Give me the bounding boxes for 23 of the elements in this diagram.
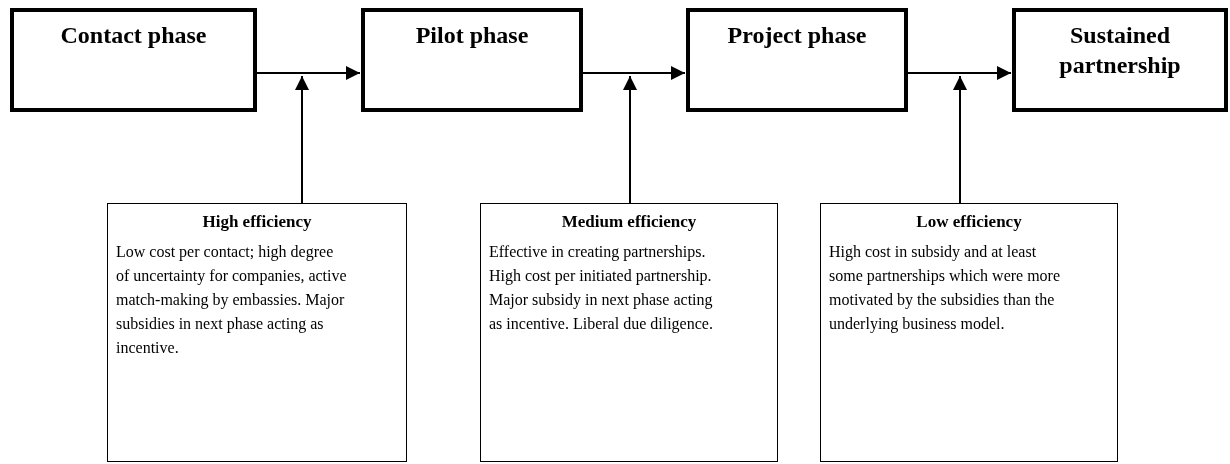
description-text: Effective in creating partnerships. High cost per initiated partnership. Major subsidy in next phase acting as incentive. Liberal due diligence. bbox=[489, 242, 714, 335]
description-box bbox=[480, 203, 778, 462]
phase-box bbox=[1012, 8, 1228, 112]
arrow bbox=[582, 66, 686, 80]
box-heading: Low efficiency bbox=[916, 212, 1022, 232]
phase-title: Project phase bbox=[727, 21, 867, 50]
description-text: High cost in subsidy and at least some partnerships which were more motivated by the subsidies than the underlying business model. bbox=[829, 242, 1061, 335]
arrow bbox=[907, 66, 1012, 80]
description-box bbox=[820, 203, 1118, 462]
phase-title: Pilot phase bbox=[415, 21, 529, 50]
description-box bbox=[107, 203, 407, 462]
description-text: Low cost per contact; high degree of uncertainty for companies, active match-making by embassies. Major subsidies in next phase acting as incentive. bbox=[116, 242, 348, 358]
phase-title: Contact phase bbox=[60, 21, 207, 50]
phase-box bbox=[361, 8, 583, 112]
arrow bbox=[295, 75, 309, 204]
box-heading: Medium efficiency bbox=[561, 212, 697, 232]
phase-box bbox=[686, 8, 908, 112]
arrow bbox=[256, 66, 361, 80]
arrow bbox=[953, 75, 967, 204]
arrow bbox=[623, 75, 637, 204]
phase-title: Sustained partnership bbox=[1058, 21, 1182, 80]
box-heading: High efficiency bbox=[202, 212, 312, 232]
phase-box bbox=[10, 8, 257, 112]
